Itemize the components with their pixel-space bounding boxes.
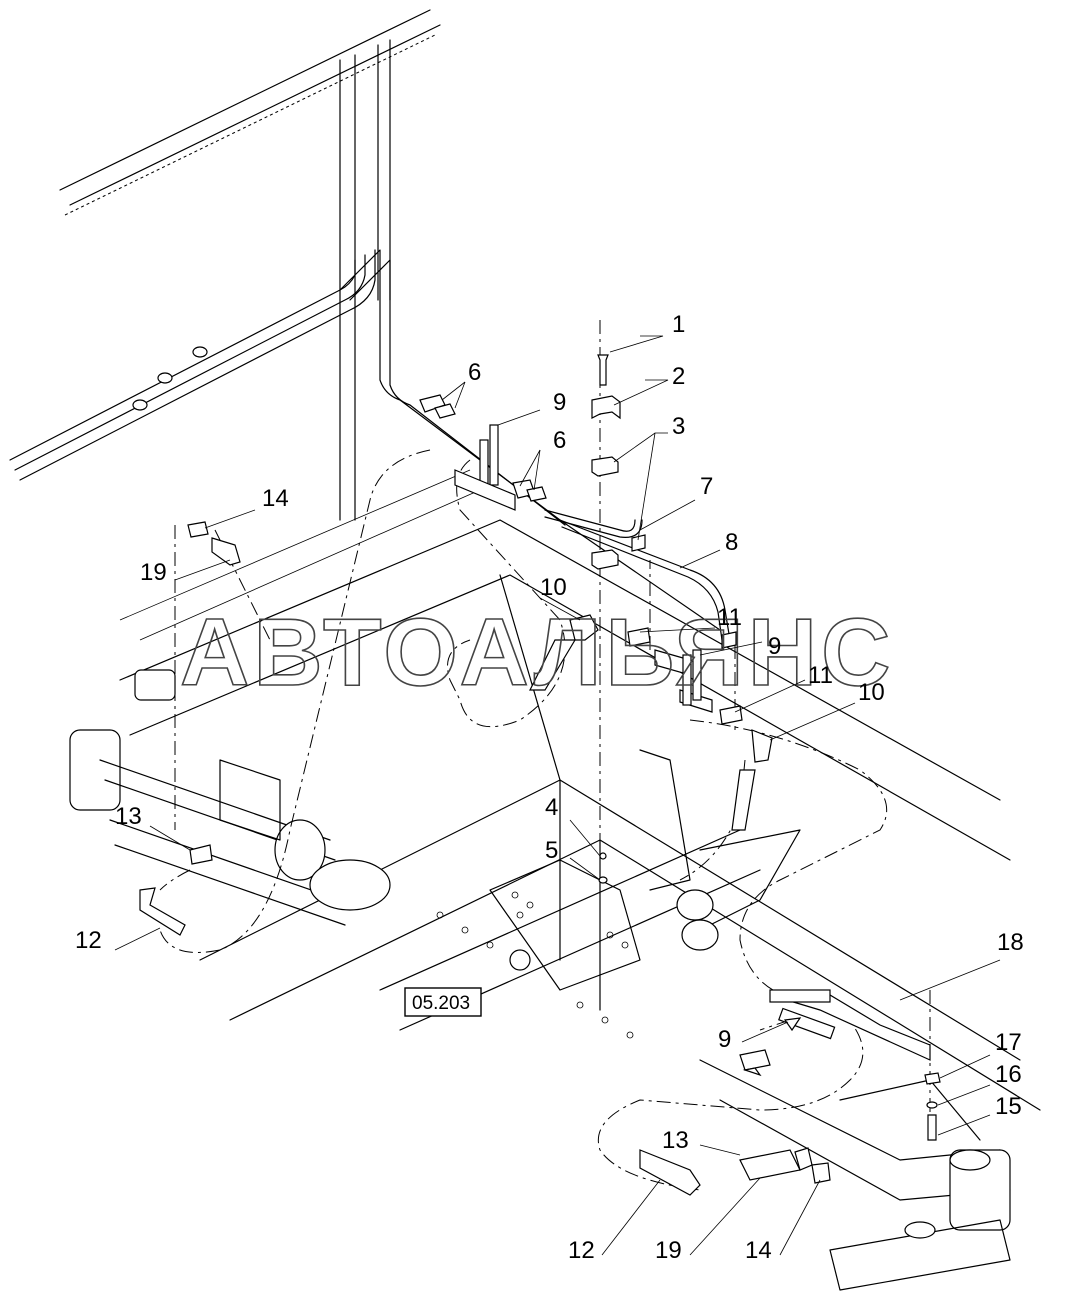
callout-10-right: 10 — [858, 679, 885, 706]
callout-14-right: 14 — [745, 1237, 772, 1264]
callout-1: 1 — [672, 311, 685, 338]
callout-4: 4 — [545, 794, 558, 821]
brake-pipe-bundle — [9, 249, 721, 631]
callout-5: 5 — [545, 837, 558, 864]
callout-7: 7 — [700, 473, 713, 500]
cab-frame-outline — [59, 9, 441, 521]
callout-2: 2 — [672, 363, 685, 390]
reference-box: 05.203 — [404, 987, 482, 1017]
callout-3: 3 — [672, 413, 685, 440]
callout-labels: 1 2 3 6 9 6 7 8 10 11 9 11 10 4 5 14 19 … — [75, 311, 1024, 1264]
central-bracket — [436, 749, 801, 1039]
callout-12-right: 12 — [568, 1237, 595, 1264]
watermark-text: АВТОАЛЬЯНС — [180, 599, 894, 706]
callout-18: 18 — [997, 929, 1024, 956]
fittings-center — [529, 614, 773, 831]
reference-box-label: 05.203 — [412, 993, 470, 1014]
callout-9-middle: 9 — [768, 633, 781, 660]
callout-6-lower: 6 — [553, 427, 566, 454]
chassis-frame — [119, 469, 1041, 1111]
callout-10-left: 10 — [540, 574, 567, 601]
callout-11-upper: 11 — [717, 604, 742, 631]
callout-9-upper: 9 — [553, 389, 566, 416]
front-axle-left — [69, 669, 391, 926]
phantom-hose-routes — [159, 320, 931, 1191]
callout-16: 16 — [995, 1061, 1022, 1088]
fittings-right — [639, 989, 941, 1196]
callout-19-left: 19 — [140, 559, 167, 586]
callout-11-lower: 11 — [808, 662, 833, 689]
front-axle-right — [699, 1059, 1011, 1291]
callout-13-right: 13 — [662, 1127, 689, 1154]
callout-6-upper: 6 — [468, 359, 481, 386]
callout-12-left: 12 — [75, 927, 102, 954]
callout-14-left: 14 — [262, 485, 289, 512]
callout-9-lower: 9 — [718, 1026, 731, 1053]
callout-8: 8 — [725, 529, 738, 556]
callout-17: 17 — [995, 1029, 1022, 1056]
callout-leaders — [114, 335, 1001, 1256]
clamp-assembly — [591, 354, 621, 884]
callout-19-right: 19 — [655, 1237, 682, 1264]
fittings-left — [139, 521, 241, 936]
pipe-assembly — [419, 394, 737, 649]
callout-15: 15 — [995, 1093, 1022, 1120]
callout-13-left: 13 — [115, 803, 142, 830]
